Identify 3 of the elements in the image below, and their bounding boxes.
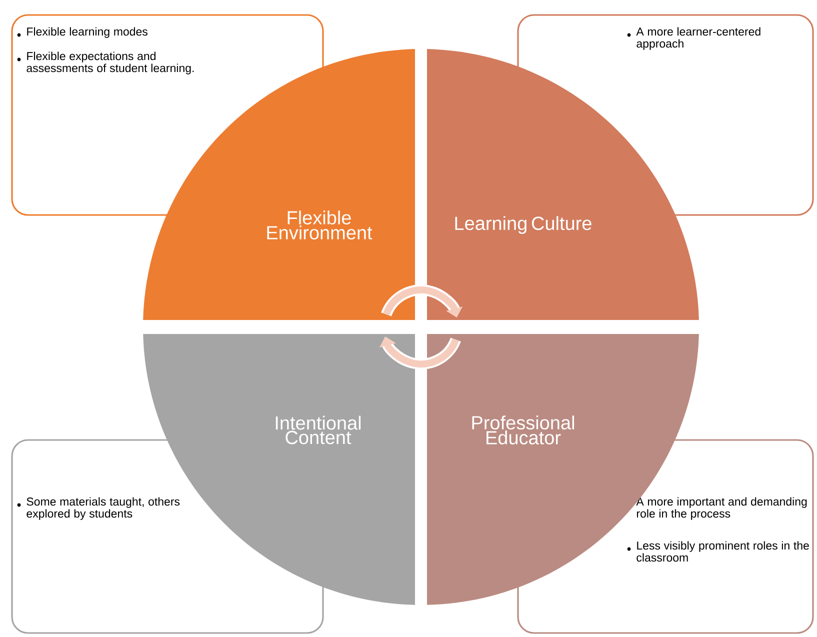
quadrant-sector: Learning Culture [427, 49, 699, 320]
bullet-item: Flexible learning modes [17, 27, 148, 38]
bullet-item: A more learner-centered approach [627, 27, 760, 50]
